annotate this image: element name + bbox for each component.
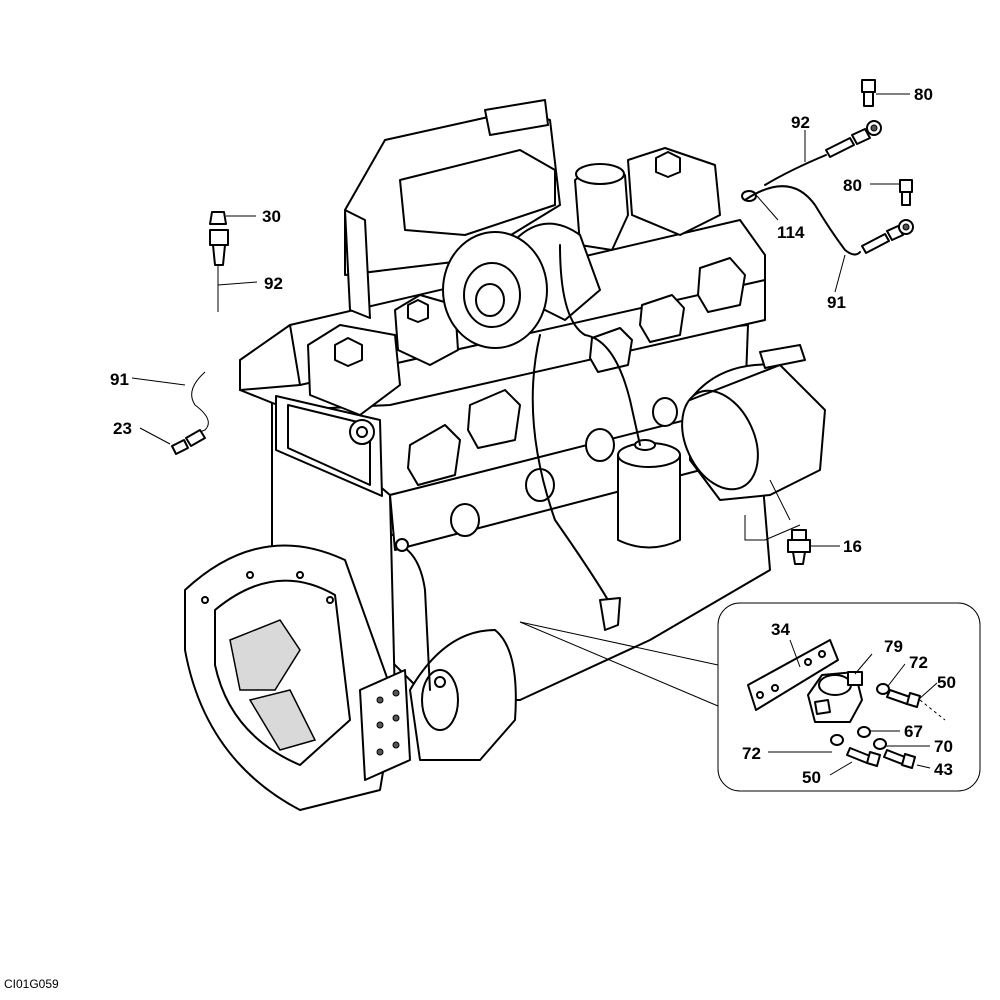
oil-cap-rear <box>627 147 721 236</box>
fitting-30 <box>209 211 227 225</box>
callout-50-upper: 50 <box>937 673 956 692</box>
fitting-23 <box>171 429 206 455</box>
callout-34: 34 <box>771 620 790 639</box>
bolt-50-upper <box>886 689 921 708</box>
callout-91-left: 91 <box>110 370 129 389</box>
detail-inset-parts <box>747 639 946 769</box>
hose-fitting-92 <box>825 120 882 158</box>
banjo-bolt-80-top <box>861 79 876 107</box>
callout-70: 70 <box>934 737 953 756</box>
exhaust-manifold <box>407 257 746 486</box>
washer-67 <box>857 726 871 738</box>
callout-114: 114 <box>777 223 805 242</box>
oil-cap-middle <box>394 294 459 366</box>
callout-50-lower: 50 <box>802 768 821 787</box>
callout-72-lower: 72 <box>742 744 761 763</box>
o-ring-114 <box>741 190 757 202</box>
figure-code: CI01G059 <box>4 977 59 991</box>
washer-72-upper <box>876 683 890 695</box>
alternator <box>681 344 826 501</box>
left-fittings <box>171 211 229 455</box>
hose-fitting-91 <box>861 219 914 254</box>
callout-67: 67 <box>904 722 923 741</box>
fuel-filter <box>617 439 681 549</box>
mounting-bracket <box>359 669 411 781</box>
callout-80-lower: 80 <box>843 176 862 195</box>
leader-lines <box>131 93 938 776</box>
callout-16: 16 <box>843 537 862 556</box>
engine-assembly <box>184 99 826 811</box>
sensor-16 <box>787 529 811 565</box>
callout-30: 30 <box>262 207 281 226</box>
washer-72-lower <box>830 734 844 746</box>
flywheel-housing <box>184 544 396 811</box>
oil-cap-front <box>307 324 401 416</box>
callout-72-upper: 72 <box>909 653 928 672</box>
callout-43: 43 <box>934 760 953 779</box>
turbocharger <box>442 222 601 349</box>
callout-91-right: 91 <box>827 293 846 312</box>
callout-79: 79 <box>884 637 903 656</box>
filter-head-79 <box>807 671 863 723</box>
callout-80-top: 80 <box>914 85 933 104</box>
bracket-34 <box>747 639 839 711</box>
banjo-bolt-80-lower <box>899 179 913 206</box>
detail-inset-frame <box>717 602 981 792</box>
fuel-line-kit <box>741 79 914 256</box>
callout-92-left: 92 <box>264 274 283 293</box>
fuel-line <box>559 244 641 446</box>
sensor-92 <box>209 229 229 266</box>
bolt-50-lower <box>846 747 881 767</box>
callout-23: 23 <box>113 419 132 438</box>
bolt-43 <box>883 749 916 769</box>
washer-70 <box>873 738 887 750</box>
callout-92-top: 92 <box>791 113 810 132</box>
callout-labels: 80 92 80 114 91 30 92 91 23 16 34 79 72 … <box>110 85 956 787</box>
